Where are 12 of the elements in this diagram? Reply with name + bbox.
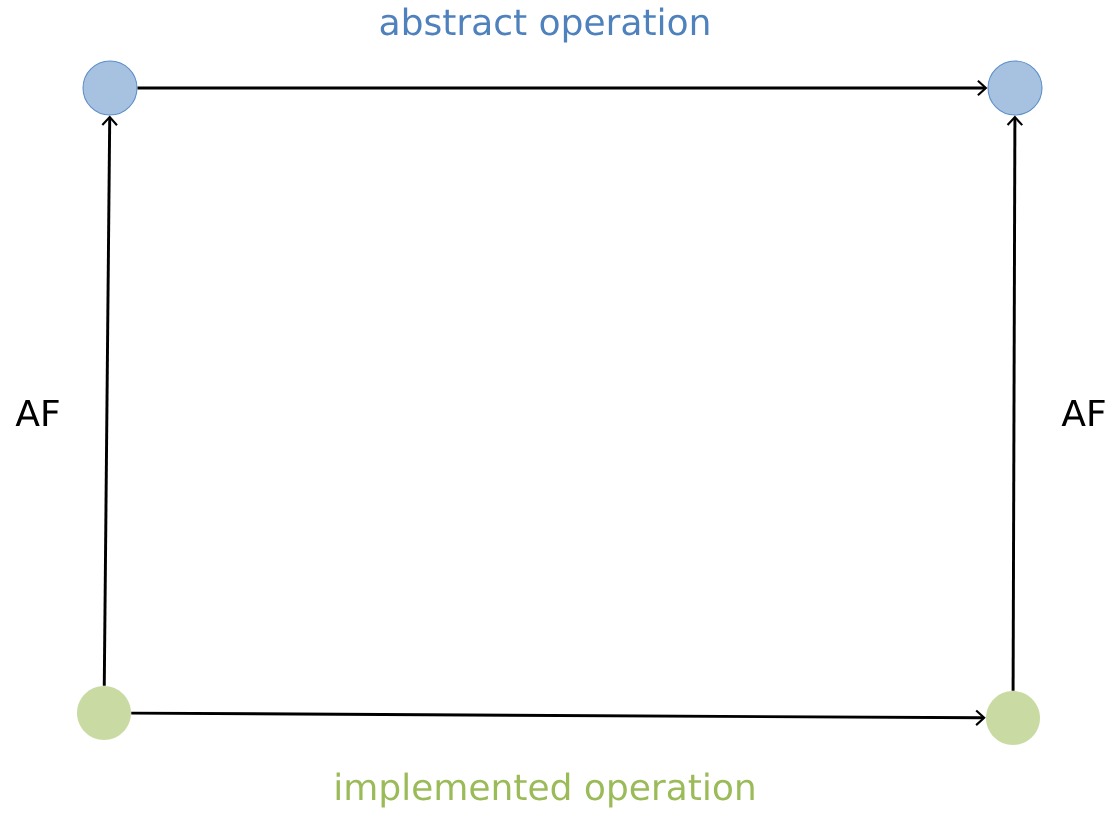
edge-label: abstract operation [380, 7, 709, 43]
edge-label: implemented operation [336, 772, 754, 808]
arrow [101, 115, 118, 686]
edge-label: AF [15, 399, 59, 427]
state-circle [986, 691, 1040, 745]
edge-label: AF [1061, 399, 1105, 427]
state-circle [82, 60, 138, 116]
state-circle [987, 60, 1043, 116]
arrow [137, 79, 988, 97]
arrow [131, 709, 986, 726]
arrow [1006, 115, 1023, 691]
state-circle [77, 686, 131, 740]
